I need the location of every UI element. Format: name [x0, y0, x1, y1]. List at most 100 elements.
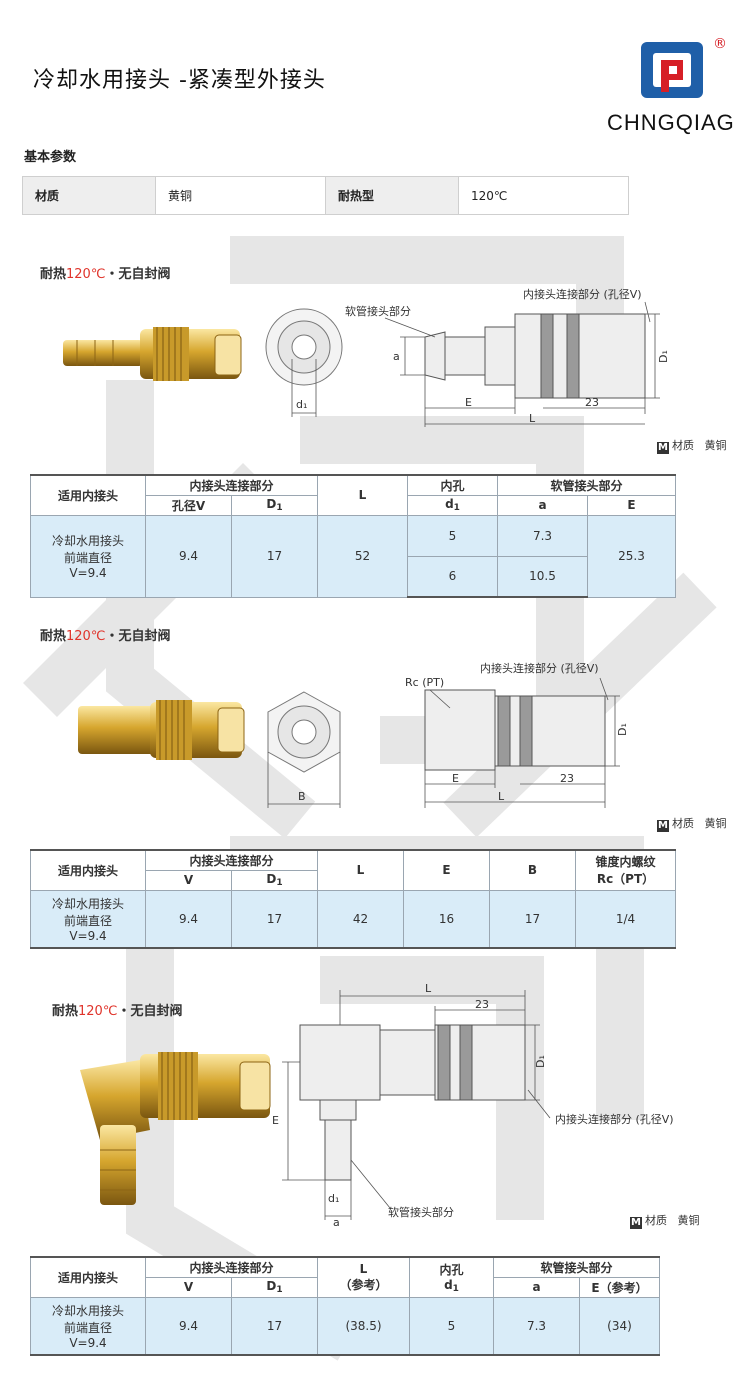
section2-conn-label: 内接头连接部分 (孔径V) — [480, 661, 599, 675]
th-D1: D1 — [231, 869, 318, 891]
section3-conn-label: 内接头连接部分 (孔径V) — [555, 1112, 674, 1126]
th-conn: 内接头连接部分 — [145, 474, 318, 496]
section2-D1-label: D₁ — [616, 723, 629, 736]
material-label: 材质 — [22, 176, 156, 215]
cell-a: 10.5 — [497, 555, 588, 598]
cell-V: 9.4 — [145, 514, 232, 598]
page-title: 冷却水用接头 -紧凑型外接头 — [33, 68, 326, 93]
section2-heat-label: 耐热120℃・无自封阀 — [40, 629, 171, 644]
section2-E-label: E — [452, 772, 459, 785]
section1-D1-label: D₁ — [657, 350, 670, 363]
th-inner: 内孔 — [407, 474, 498, 496]
section1-d1-label: d₁ — [296, 398, 307, 411]
section2-end-view: B — [267, 691, 341, 808]
cell-a: 7.3 — [497, 514, 588, 557]
section1-product-photo — [63, 327, 242, 381]
cell-V: 9.4 — [145, 1296, 232, 1356]
section1-E-label: E — [465, 396, 472, 409]
section1-conn-label: 内接头连接部分 (孔径V) — [523, 287, 642, 301]
section1-23-label: 23 — [585, 396, 599, 409]
cell-d1: 5 — [407, 514, 498, 557]
section3-L-label: L — [425, 982, 432, 995]
th-D1: D1 — [231, 494, 318, 516]
brand-logo: ® CHNGQIAG — [607, 36, 747, 138]
cell-D1: 17 — [231, 1296, 318, 1356]
th-a: a — [497, 494, 588, 516]
logo-mark-icon — [641, 42, 703, 98]
cell-D1: 17 — [231, 889, 318, 949]
cell-L: 52 — [317, 514, 408, 598]
logo-text: CHNGQIAG — [607, 110, 735, 135]
th-E: E（参考） — [579, 1276, 660, 1298]
th-hose: 软管接头部分 — [493, 1256, 660, 1278]
cell-E: (34) — [579, 1296, 660, 1356]
th-B: B — [489, 849, 576, 891]
section1-L-label: L — [529, 412, 536, 425]
section3-hose-label: 软管接头部分 — [388, 1205, 454, 1219]
section2-B-label: B — [298, 790, 306, 803]
cell-V: 9.4 — [145, 889, 232, 949]
section3-a-label: a — [333, 1216, 340, 1229]
th-E: E — [587, 494, 676, 516]
section3-heat-label: 耐热120℃・无自封阀 — [52, 1004, 183, 1019]
heat-label: 耐热型 — [325, 176, 459, 215]
section3-product-photo — [80, 1052, 271, 1205]
th-conn: 内接头连接部分 — [145, 849, 318, 871]
cell-L: (38.5) — [317, 1296, 410, 1356]
section2-side-drawing: Rc (PT) 内接头连接部分 (孔径V) E 23 L D₁ — [405, 661, 629, 808]
cell-E: 25.3 — [587, 514, 676, 598]
section2-23-label: 23 — [560, 772, 574, 785]
section3-d1-label: d₁ — [328, 1192, 339, 1205]
section2-L-label: L — [498, 790, 505, 803]
material-m-icon: M — [657, 442, 669, 454]
section3-E-label: E — [272, 1114, 279, 1127]
section3-23-label: 23 — [475, 998, 489, 1011]
section1-heat-label: 耐热120℃・无自封阀 — [40, 267, 171, 282]
registered-mark: ® — [713, 36, 727, 52]
section2-product-photo — [78, 700, 245, 760]
cell-B: 17 — [489, 889, 576, 949]
cell-d1: 6 — [407, 555, 498, 598]
section1-side-drawing: a 软管接头部分 内接头连接部分 (孔径V) E 23 L D₁ — [345, 287, 670, 427]
cell-D1: 17 — [231, 514, 318, 598]
cell-E: 16 — [403, 889, 490, 949]
section3-side-drawing: L 23 D₁ E d₁ a 软管接头部分 内接头连接部分 (孔径V) — [272, 982, 674, 1229]
cell-L: 42 — [317, 889, 404, 949]
cell-d1: 5 — [409, 1296, 494, 1356]
th-V: V — [145, 869, 232, 891]
section1-spec-table: 适用内接头 内接头连接部分 L 内孔 软管接头部分 孔径V D1 d1 a E … — [30, 474, 676, 598]
cell-Rc: 1/4 — [575, 889, 676, 949]
basic-params-table: 材质 黄铜 耐热型 120℃ — [22, 176, 629, 215]
th-applicable: 适用内接头 — [30, 1256, 146, 1298]
material-m-icon: M — [630, 1217, 642, 1229]
th-a: a — [493, 1276, 580, 1298]
th-applicable: 适用内接头 — [30, 474, 146, 516]
th-L: L — [317, 849, 404, 891]
material-value: 黄铜 — [155, 176, 326, 215]
section2-rc-label: Rc (PT) — [405, 676, 444, 689]
cell-a: 7.3 — [493, 1296, 580, 1356]
th-D1: D1 — [231, 1276, 318, 1298]
th-d1: d1 — [407, 494, 498, 516]
section1-end-view: d₁ — [265, 308, 343, 417]
th-L: L — [317, 474, 408, 516]
section1-hose-label: 软管接头部分 — [345, 304, 411, 318]
material-m-icon: M — [657, 820, 669, 832]
th-conn: 内接头连接部分 — [145, 1256, 318, 1278]
th-E: E — [403, 849, 490, 891]
heat-value: 120℃ — [458, 176, 629, 215]
section1-a-label: a — [393, 350, 400, 363]
th-applicable: 适用内接头 — [30, 849, 146, 891]
basic-params-title: 基本参数 — [24, 150, 77, 165]
th-hole-v: 孔径V — [145, 494, 232, 516]
